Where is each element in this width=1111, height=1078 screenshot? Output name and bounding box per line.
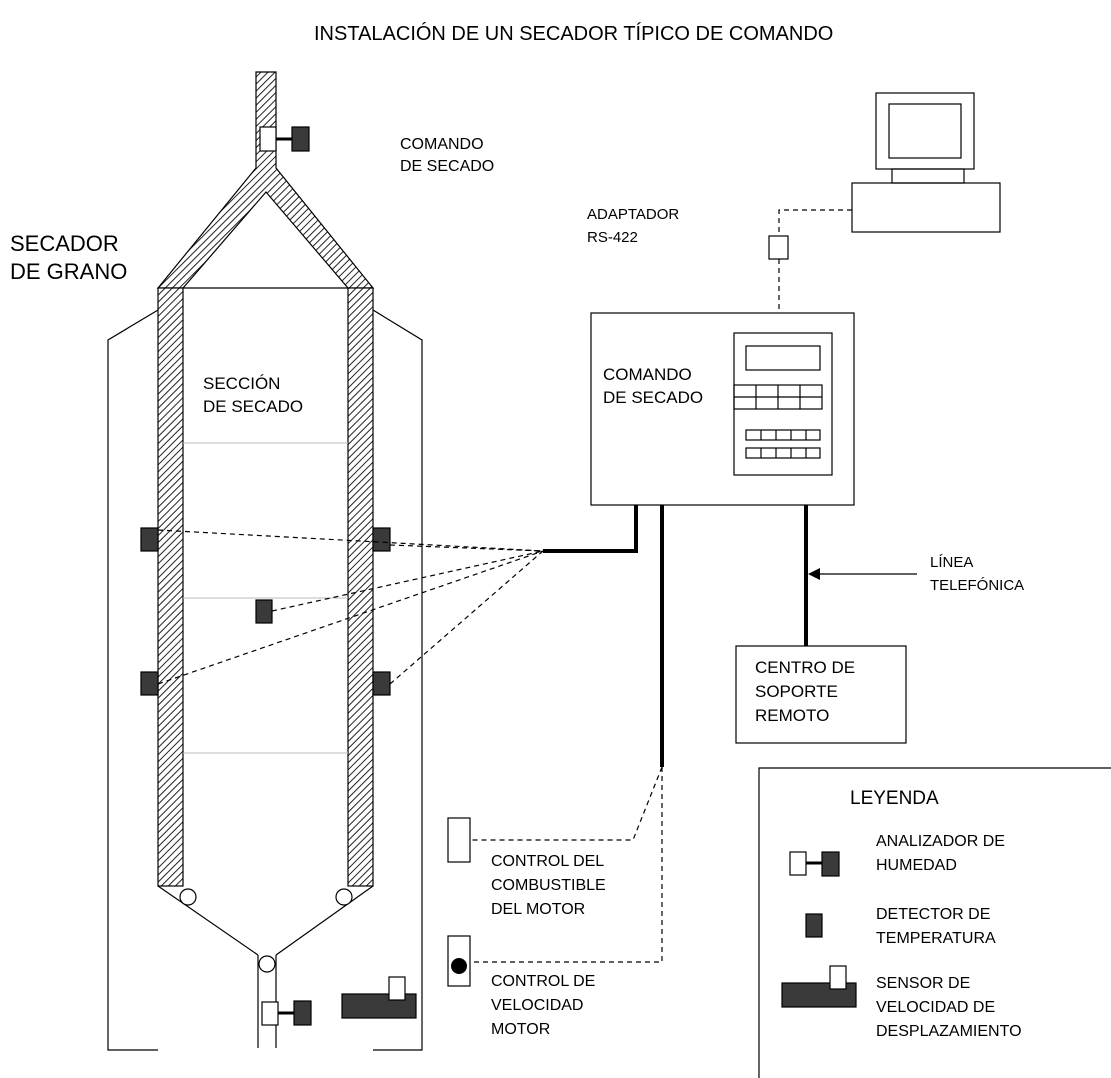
phone-line-label1: LÍNEA (930, 554, 973, 571)
legend-item-1-line2: HUMEDAD (876, 857, 957, 874)
funnel-left (157, 885, 259, 956)
legend-title: LEYENDA (850, 788, 939, 809)
legend-frame (758, 767, 1111, 1078)
top-command-line1: COMANDO (400, 136, 484, 153)
remote-support-center (735, 645, 907, 744)
roller-center (258, 955, 276, 973)
moisture-analyzer-bottom (261, 1000, 312, 1026)
diagram-title: INSTALACIÓN DE UN SECADOR TÍPICO DE COMA… (314, 22, 833, 45)
temperature-detector (372, 527, 391, 552)
computer-adapter-link (778, 209, 852, 236)
control-box-line1: COMANDO (603, 365, 692, 384)
legend: LEYENDA ANALIZADOR DE HUMEDAD DETECTOR D… (758, 767, 1111, 1078)
dryer-left-column (157, 287, 184, 887)
legend-item-1-line1: ANALIZADOR DE (876, 833, 1005, 850)
roller-left (179, 888, 197, 906)
travel-speed-sensor (341, 976, 417, 1019)
dryer-top-hopper (156, 71, 375, 289)
speed-control-line2: VELOCIDAD (491, 997, 583, 1014)
control-button-row (745, 429, 821, 441)
dryer-label-line1: SECADOR (10, 231, 119, 256)
funnel-right (275, 885, 374, 956)
legend-item-3-line3: DESPLAZAMIENTO (876, 1023, 1022, 1040)
temperature-detector (140, 671, 159, 696)
dryer-housing-left (107, 309, 159, 1051)
sensor-cable (543, 505, 638, 553)
top-command-line2: DE SECADO (400, 158, 494, 175)
roller-right (335, 888, 353, 906)
dryer-housing-right (372, 309, 423, 1051)
dryer-right-column (347, 287, 374, 887)
control-display (745, 345, 821, 371)
speed-control-line3: MOTOR (491, 1021, 550, 1038)
control-box (590, 312, 855, 506)
drying-section-line2: DE SECADO (203, 397, 303, 416)
temperature-detector (255, 599, 273, 624)
moisture-analyzer-icon (789, 851, 840, 877)
fuel-control-line3: DEL MOTOR (491, 901, 585, 918)
control-button-row (745, 447, 821, 459)
speed-control-icon (447, 935, 471, 987)
temperature-detector-icon (805, 913, 823, 938)
remote-center-line2: SOPORTE (755, 682, 838, 701)
arrow-head-icon (808, 568, 820, 580)
adapter-label-line1: ADAPTADOR (587, 206, 679, 223)
control-box-line2: DE SECADO (603, 388, 703, 407)
speed-control-line1: CONTROL DE (491, 973, 595, 990)
temperature-detector (372, 671, 391, 696)
fuel-control-line2: COMBUSTIBLE (491, 877, 606, 894)
moisture-analyzer-body (261, 1001, 279, 1026)
phone-line-label2: TELEFÓNICA (930, 577, 1024, 594)
sensor-wiring (157, 529, 544, 685)
legend-item-2-line2: TEMPERATURA (876, 930, 996, 947)
remote-center-line3: REMOTO (755, 706, 829, 725)
legend-item-2-line1: DETECTOR DE (876, 906, 990, 923)
fuel-control-icon (447, 817, 471, 863)
adapter-label-line2: RS-422 (587, 229, 638, 246)
dryer-label-line2: DE GRANO (10, 259, 127, 284)
fuel-control-link (470, 766, 663, 841)
drying-section-line1: SECCIÓN (203, 374, 280, 393)
temperature-detector (140, 527, 159, 552)
control-panel (733, 332, 833, 476)
grain-dryer (107, 71, 423, 1051)
legend-item-3-line1: SENSOR DE (876, 975, 970, 992)
speed-control-link (470, 767, 663, 963)
computer-icon (851, 92, 1001, 233)
remote-center-line1: CENTRO DE (755, 658, 855, 677)
legend-item-3-line2: VELOCIDAD DE (876, 999, 995, 1016)
rs422-adapter (768, 235, 789, 260)
moisture-analyzer-top (259, 126, 310, 152)
fuel-control-line1: CONTROL DEL (491, 853, 604, 870)
speed-sensor-icon (781, 965, 857, 1008)
